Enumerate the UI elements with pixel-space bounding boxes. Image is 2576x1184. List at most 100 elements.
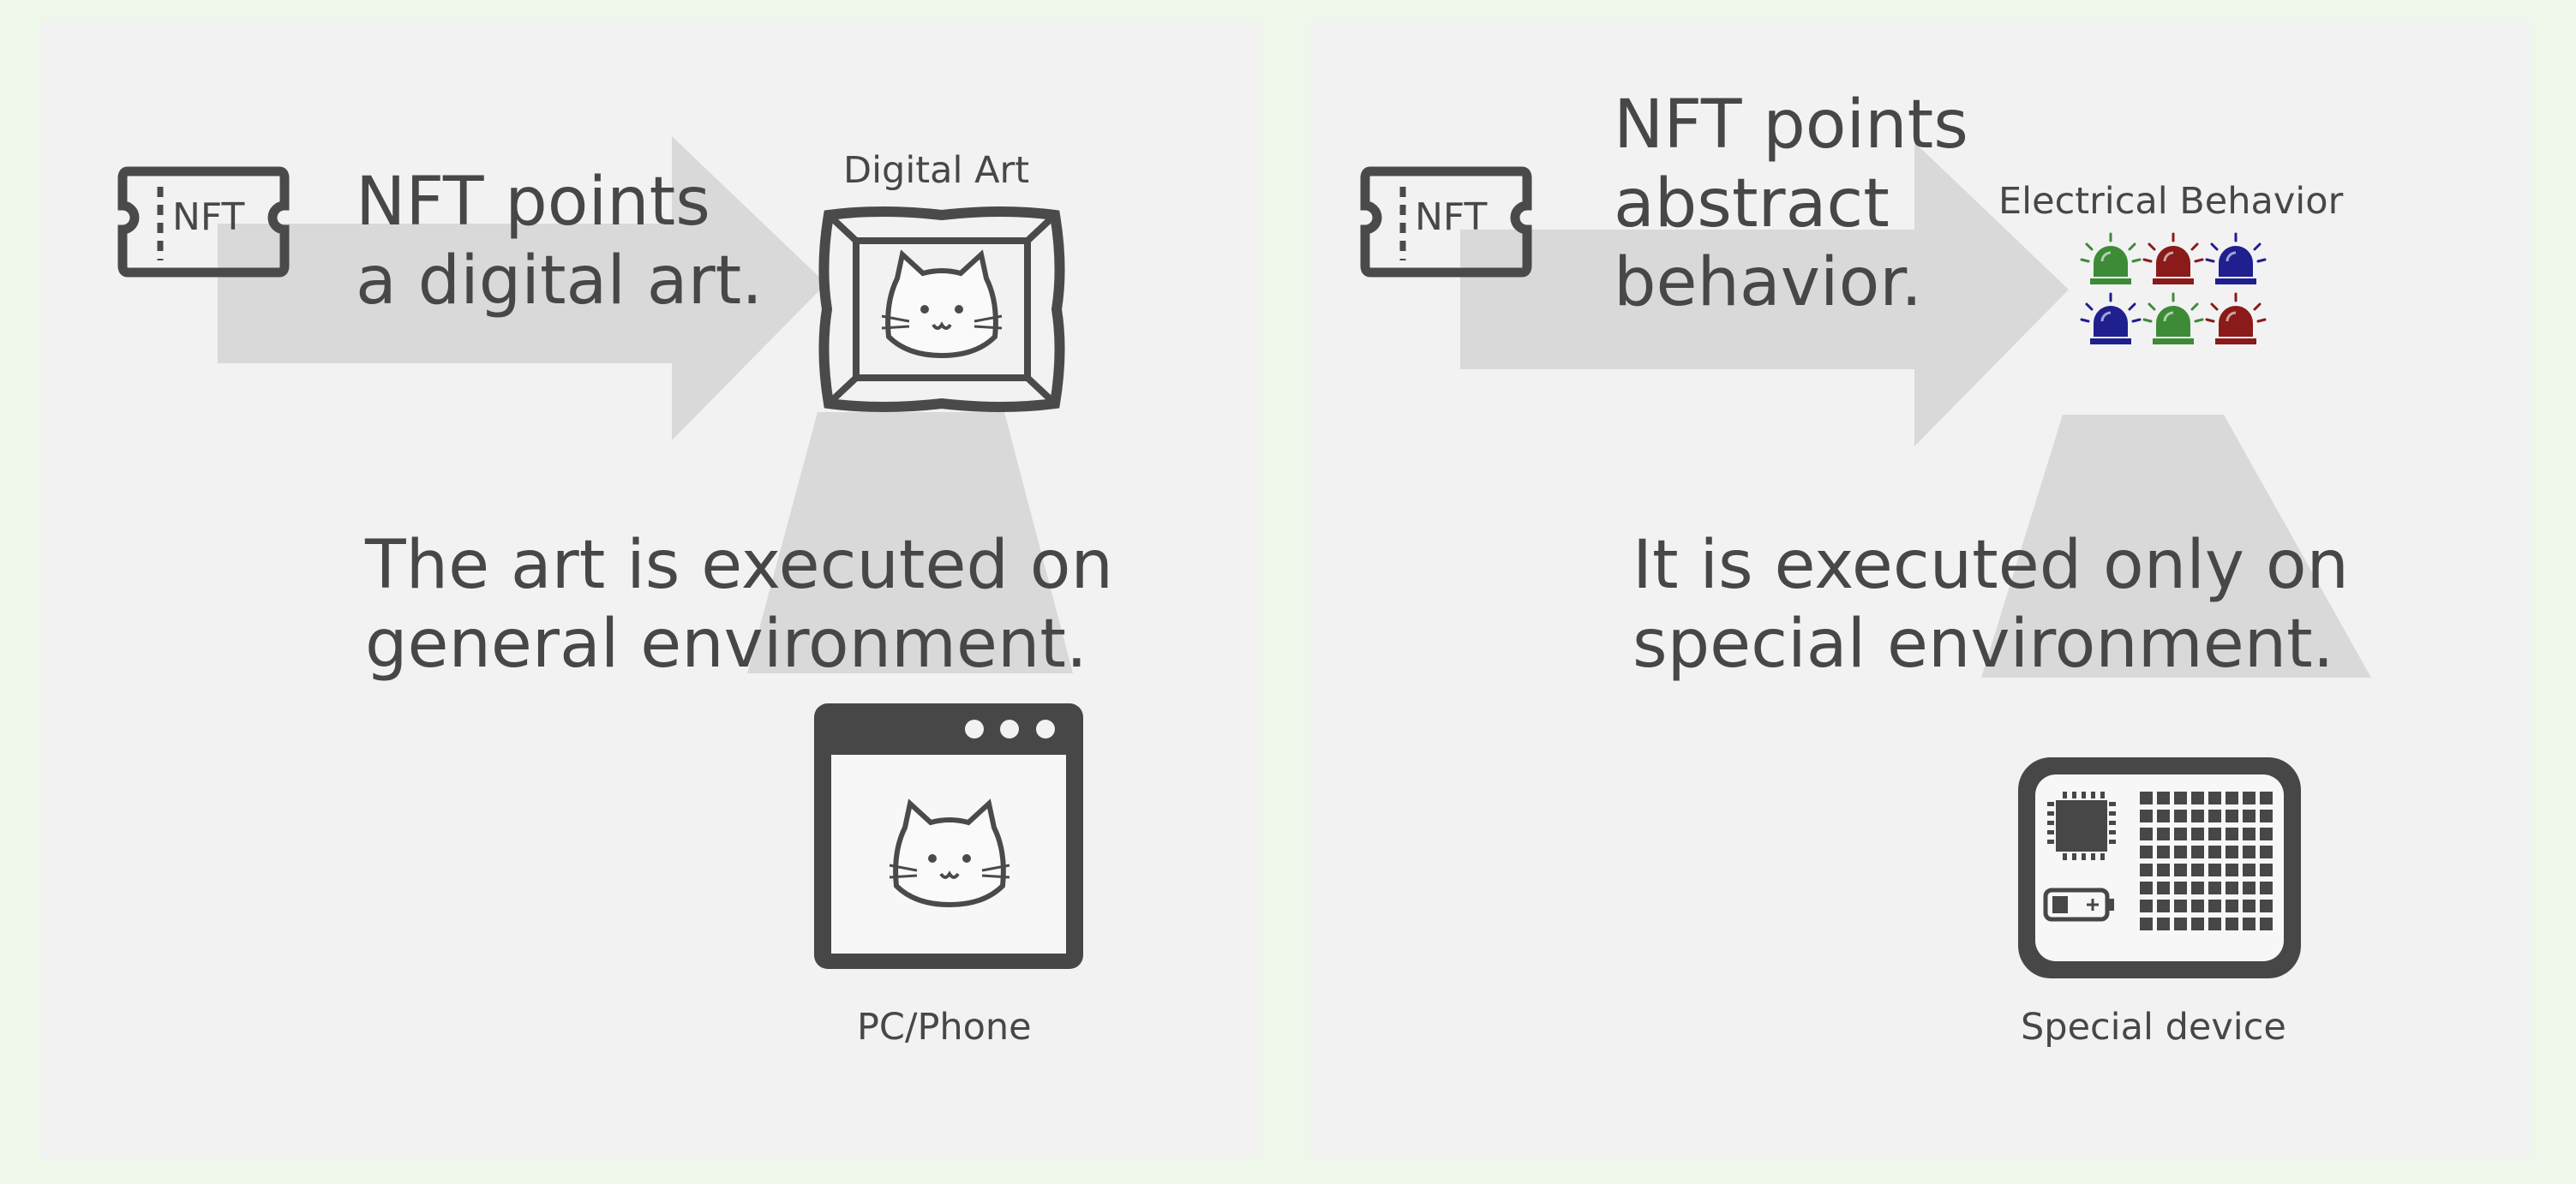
execution-text: It is executed only on special environme… [1632, 526, 2349, 684]
headline-line-1: NFT points [356, 164, 710, 241]
target-caption: Electrical Behavior [1998, 180, 2344, 223]
led-cell [2140, 846, 2153, 858]
led-cell [2260, 864, 2273, 876]
led-cell [2191, 864, 2204, 876]
led-cell [2157, 846, 2170, 858]
led-cell [2140, 828, 2153, 840]
led-cell [2243, 864, 2255, 876]
led-cell [2140, 810, 2153, 822]
led-cell [2157, 810, 2170, 822]
right-arrow-shape [1460, 142, 2069, 468]
led-cell [2191, 792, 2204, 804]
alarm-lamps-icon [2072, 224, 2303, 378]
headline-line-2: a digital art. [356, 242, 764, 320]
led-cell [2174, 828, 2187, 840]
right-arrow-shape [218, 136, 826, 462]
led-cell [2243, 810, 2255, 822]
led-cell [2243, 846, 2255, 858]
led-cell [2140, 918, 2153, 930]
chip-icon [2047, 792, 2116, 860]
led-cell [2140, 864, 2153, 876]
led-cell [2174, 792, 2187, 804]
led-cell [2208, 792, 2221, 804]
alarm-lamp [2205, 292, 2267, 344]
alarm-lamp [2080, 232, 2142, 284]
alarm-lamp [2205, 232, 2267, 284]
led-cell [2226, 846, 2238, 858]
led-cell [2260, 792, 2273, 804]
led-cell [2260, 882, 2273, 894]
led-cell [2191, 828, 2204, 840]
led-cell [2191, 846, 2204, 858]
trapezoid-shape [747, 412, 1141, 703]
framed-cat-icon [813, 206, 1070, 412]
led-cell [2208, 810, 2221, 822]
led-cell [2260, 918, 2273, 930]
execution-line-1: The art is executed on [365, 527, 1113, 604]
trapezoid-shape [1981, 415, 2384, 706]
nft-ticket-label: NFT [172, 195, 245, 239]
device-caption: PC/Phone [857, 1006, 1032, 1049]
led-cell [2260, 828, 2273, 840]
led-cell [2208, 900, 2221, 912]
led-cell [2243, 918, 2255, 930]
led-cell [2260, 900, 2273, 912]
led-cell [2174, 918, 2187, 930]
led-cell [2243, 828, 2255, 840]
led-cell [2174, 864, 2187, 876]
browser-window-cat-icon [814, 703, 1085, 995]
led-cell [2208, 882, 2221, 894]
led-cell [2226, 828, 2238, 840]
led-cell [2157, 882, 2170, 894]
led-cell [2208, 828, 2221, 840]
nft-ticket-icon: NFT [1358, 166, 1534, 278]
led-cell [2208, 864, 2221, 876]
headline: NFT points a digital art. [356, 163, 763, 320]
led-cell [2191, 810, 2204, 822]
led-cell [2191, 918, 2204, 930]
headline: NFT points abstract behavior. [1614, 86, 1968, 322]
led-cell [2226, 900, 2238, 912]
execution-text: The art is executed on general environme… [365, 526, 1113, 684]
nft-ticket-label: NFT [1415, 195, 1488, 239]
device-caption: Special device [2021, 1006, 2286, 1049]
led-cell [2157, 792, 2170, 804]
alarm-lamp [2142, 232, 2204, 284]
headline-line-2: abstract [1614, 165, 1890, 242]
execution-line-2: general environment. [365, 606, 1087, 683]
led-cell [2226, 792, 2238, 804]
led-cell [2174, 900, 2187, 912]
led-cell [2226, 918, 2238, 930]
led-cell [2140, 882, 2153, 894]
execution-line-1: It is executed only on [1632, 527, 2349, 604]
led-cell [2174, 846, 2187, 858]
led-cell [2208, 918, 2221, 930]
led-cell [2157, 900, 2170, 912]
led-cell [2260, 846, 2273, 858]
led-cell [2191, 882, 2204, 894]
led-cell [2140, 792, 2153, 804]
led-cell [2157, 828, 2170, 840]
execution-line-2: special environment. [1632, 606, 2334, 683]
led-cell [2226, 864, 2238, 876]
led-cell [2260, 810, 2273, 822]
microcontroller-board-icon [2018, 757, 2304, 982]
headline-line-3: behavior. [1614, 244, 1922, 321]
led-cell [2226, 882, 2238, 894]
alarm-lamp [2142, 292, 2204, 344]
right-panel: NFT NFT points abstract behavior. Electr… [1310, 22, 2531, 1157]
led-cell [2226, 810, 2238, 822]
led-matrix [2140, 792, 2273, 930]
led-cell [2157, 864, 2170, 876]
led-cell [2157, 918, 2170, 930]
led-cell [2243, 882, 2255, 894]
led-cell [2174, 882, 2187, 894]
led-cell [2243, 792, 2255, 804]
battery-icon [2043, 888, 2114, 922]
target-caption: Digital Art [843, 149, 1030, 192]
nft-ticket-icon: NFT [116, 166, 291, 278]
led-cell [2208, 846, 2221, 858]
left-panel: NFT NFT points a digital art. Digital Ar… [40, 22, 1261, 1157]
led-cell [2243, 900, 2255, 912]
led-cell [2140, 900, 2153, 912]
